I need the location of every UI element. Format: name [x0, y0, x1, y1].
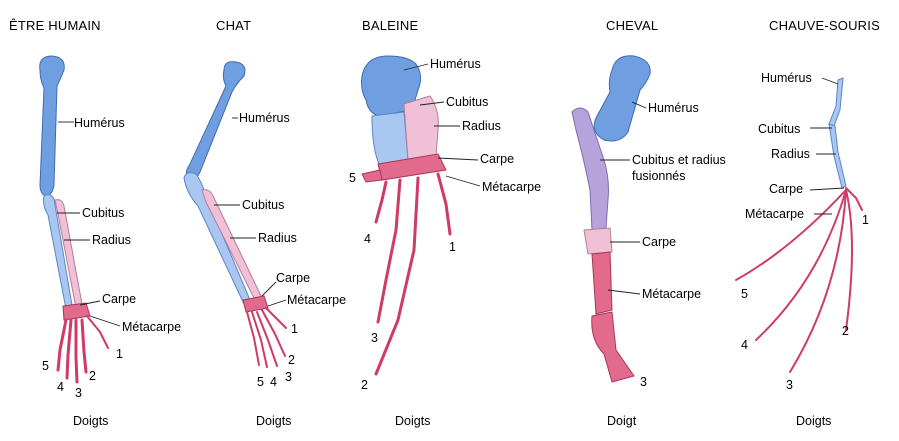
human-digit-2: 2	[89, 369, 96, 383]
human-label-humerus: Humérus	[74, 116, 125, 130]
whale-digit-1: 1	[449, 240, 456, 254]
whale-digit-4: 4	[364, 232, 371, 246]
cat-ulna-bone	[183, 172, 251, 305]
whale-ulna-bone	[371, 111, 409, 167]
cat-label-radius: Radius	[258, 231, 297, 245]
cat-digit-2: 2	[288, 353, 295, 367]
human-finger-1	[86, 315, 109, 349]
whale-radius-bone	[403, 95, 439, 161]
human-finger-4	[65, 318, 73, 380]
bat-label-carpus: Carpe	[769, 182, 803, 196]
whale-finger-1	[436, 172, 452, 236]
title-cat: CHAT	[216, 18, 251, 33]
horse-fused-radius-ulna-bone	[571, 107, 609, 231]
horse-label-digit: Doigt	[607, 414, 637, 428]
whale-digit-2: 2	[361, 378, 368, 392]
cat-finger-1	[265, 307, 287, 329]
cat-label-digits: Doigts	[256, 414, 291, 428]
whale-label-carpus: Carpe	[480, 152, 514, 166]
whale-digit-5: 5	[349, 171, 356, 185]
whale-label-ulna: Cubitus	[446, 95, 488, 109]
bat-label-radius: Radius	[771, 147, 810, 161]
panel-horse: CHEVAL Humérus Cubitus et radius fusionn…	[571, 18, 726, 428]
human-finger-3	[74, 318, 79, 384]
whale-humerus-bone	[361, 55, 422, 117]
whale-finger-2	[374, 176, 420, 376]
whale-label-radius: Radius	[462, 119, 501, 133]
bat-digit-5: 5	[741, 287, 748, 301]
horse-digit-3: 3	[640, 375, 647, 389]
cat-finger-3	[256, 311, 278, 367]
bat-label-ulna: Cubitus	[758, 122, 800, 136]
whale-digit-3: 3	[371, 331, 378, 345]
bat-label-humerus: Humérus	[761, 71, 812, 85]
bat-digit-4: 4	[741, 338, 748, 352]
whale-finger-3	[376, 178, 402, 324]
horse-digit-3-bones	[591, 311, 635, 383]
horse-label-fused-line1: Cubitus et radius	[632, 153, 726, 167]
title-human: ÊTRE HUMAIN	[9, 18, 101, 33]
cat-label-humerus: Humérus	[239, 111, 290, 125]
whale-label-metacarpus: Métacarpe	[482, 180, 541, 194]
title-bat: CHAUVE-SOURIS	[769, 18, 880, 33]
bat-humerus-bone	[828, 77, 844, 127]
cat-digit-3: 3	[285, 370, 292, 384]
bat-finger-3	[789, 189, 847, 373]
cat-finger-5	[246, 311, 260, 366]
human-label-digits: Doigts	[73, 414, 108, 428]
title-whale: BALEINE	[362, 18, 418, 33]
human-label-metacarpus: Métacarpe	[122, 320, 181, 334]
panel-whale: BALEINE Humérus Cubitus Radius Carpe Mét…	[349, 18, 541, 428]
bat-finger-2	[845, 189, 853, 331]
bat-finger-4	[755, 189, 847, 341]
horse-humerus-bone	[593, 55, 651, 142]
human-digit-4: 4	[57, 380, 64, 394]
cat-label-ulna: Cubitus	[242, 198, 284, 212]
horse-metacarpus-bone	[591, 251, 613, 315]
whale-digit-5-bone	[361, 169, 383, 183]
cat-digit-4: 4	[270, 375, 277, 389]
bat-digit-1: 1	[862, 213, 869, 227]
human-finger-5	[56, 318, 68, 372]
title-horse: CHEVAL	[606, 18, 658, 33]
human-humerus-bone	[39, 55, 65, 197]
bat-digit-2: 2	[842, 324, 849, 338]
bat-label-digits: Doigts	[796, 414, 831, 428]
human-digit-1: 1	[116, 347, 123, 361]
human-label-ulna: Cubitus	[82, 206, 124, 220]
horse-label-fused-line2: fusionnés	[632, 169, 686, 183]
human-carpus-bones	[62, 302, 91, 321]
whale-finger-4	[374, 180, 388, 224]
cat-finger-4	[251, 311, 268, 368]
cat-digit-1: 1	[291, 322, 298, 336]
panel-cat: CHAT Humérus Cubitus Radius Carpe Métaca…	[183, 18, 346, 428]
panel-human: ÊTRE HUMAIN Humérus Cubitus Radius Carpe…	[9, 18, 181, 428]
human-label-radius: Radius	[92, 233, 131, 247]
bat-digit-3: 3	[786, 378, 793, 392]
horse-label-metacarpus: Métacarpe	[642, 287, 701, 301]
bat-ulna-radius-bone	[828, 123, 847, 189]
cat-digit-5: 5	[257, 375, 264, 389]
horse-label-humerus: Humérus	[648, 101, 699, 115]
human-digit-5: 5	[42, 359, 49, 373]
panel-bat: CHAUVE-SOURIS Humérus Cubitus Radius Car…	[735, 18, 880, 428]
human-finger-2	[80, 318, 88, 374]
horse-carpus-bones	[583, 227, 613, 255]
cat-label-metacarpus: Métacarpe	[287, 293, 346, 307]
whale-label-digits: Doigts	[395, 414, 430, 428]
whale-label-humerus: Humérus	[430, 57, 481, 71]
bat-finger-5	[735, 189, 847, 281]
cat-humerus-bone	[185, 61, 246, 181]
bat-finger-1	[845, 187, 863, 211]
cat-finger-2	[261, 309, 286, 357]
cat-label-carpus: Carpe	[276, 271, 310, 285]
cat-carpus-bones	[242, 295, 269, 313]
bat-label-metacarpus: Métacarpe	[745, 207, 804, 221]
horse-label-carpus: Carpe	[642, 235, 676, 249]
human-digit-3: 3	[75, 386, 82, 400]
human-label-carpus: Carpe	[102, 292, 136, 306]
